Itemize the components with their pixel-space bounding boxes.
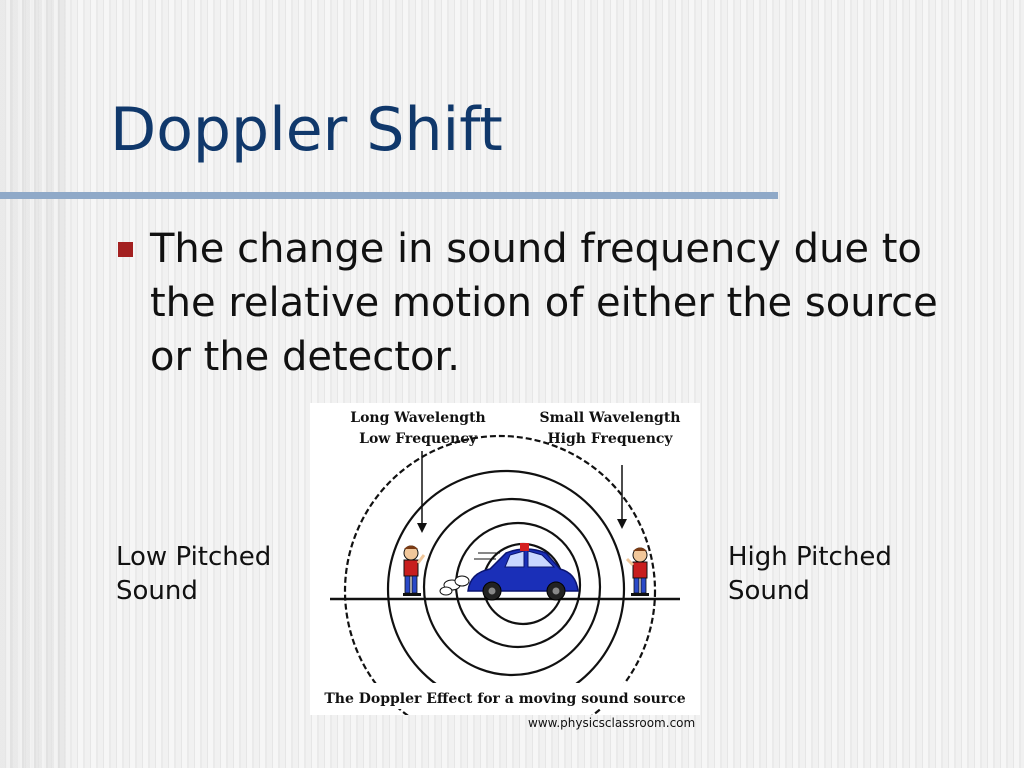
right-listener-icon: [625, 547, 649, 596]
doppler-effect-figure: Long Wavelength Low Frequency Small Wave…: [310, 403, 700, 715]
siren-icon: [520, 543, 529, 551]
low-frequency-label: Low Frequency: [359, 431, 478, 447]
left-listener-icon: [403, 545, 426, 596]
doppler-diagram: Long Wavelength Low Frequency Small Wave…: [310, 403, 700, 715]
high-frequency-label: High Frequency: [547, 431, 673, 447]
low-pitched-label-line1: Low Pitched: [116, 542, 272, 572]
high-pitched-label-line1: High Pitched: [728, 542, 892, 572]
bullet-text: The change in sound frequency due to the…: [150, 226, 938, 380]
page-title: Doppler Shift: [110, 95, 503, 165]
small-wavelength-label: Small Wavelength: [540, 410, 681, 426]
police-car-icon: [467, 543, 579, 601]
long-wavelength-label: Long Wavelength: [350, 410, 485, 426]
background-stripe: [0, 0, 70, 768]
figure-caption: The Doppler Effect for a moving sound so…: [324, 691, 685, 707]
right-arrow-icon: [617, 465, 627, 529]
low-pitched-label-line2: Sound: [116, 576, 198, 606]
low-pitched-label: Low Pitched Sound: [116, 540, 271, 608]
title-underline: [0, 192, 778, 199]
image-credit: www.physicsclassroom.com: [528, 716, 696, 730]
high-pitched-label: High Pitched Sound: [728, 540, 892, 608]
high-pitched-label-line2: Sound: [728, 576, 810, 606]
exhaust-puff-icon: [439, 575, 470, 596]
left-arrow-icon: [417, 451, 427, 533]
bullet-marker: [118, 242, 133, 257]
